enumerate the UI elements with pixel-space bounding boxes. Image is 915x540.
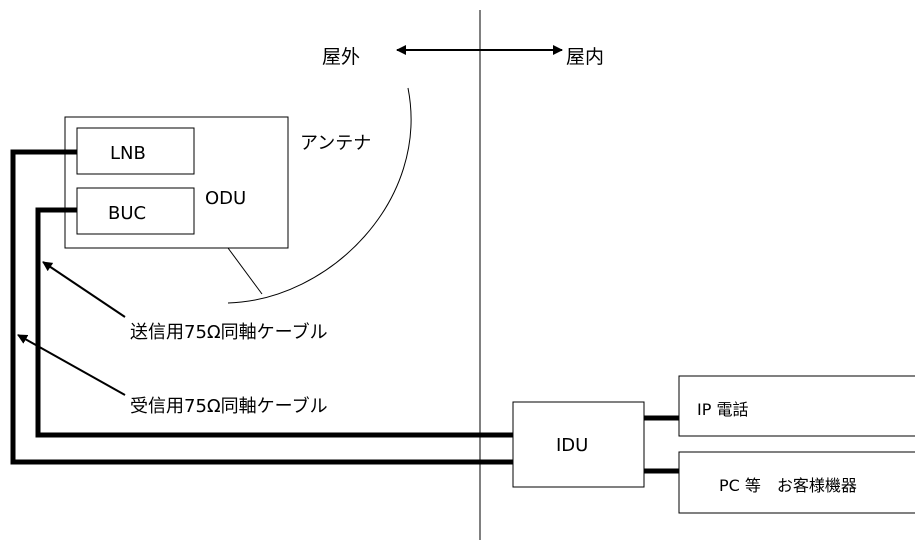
pc-label: PC 等 お客様機器 [719, 476, 857, 495]
rx-cable-pointer [17, 334, 126, 396]
indoor-label: 屋内 [566, 46, 604, 68]
idu-box [512, 401, 645, 488]
antenna-dish-arc [227, 87, 412, 304]
lnb-label: LNB [110, 143, 146, 164]
rx-cable [10, 149, 513, 465]
idu-label: IDU [556, 435, 588, 456]
antenna-label: アンテナ [300, 133, 371, 154]
buc-label: BUC [108, 203, 146, 224]
tx-cable-label: 送信用75Ω同軸ケーブル [130, 321, 328, 343]
odu-box [64, 116, 289, 249]
tx-cable [35, 207, 513, 438]
rx-cable-label: 受信用75Ω同軸ケーブル [130, 395, 328, 417]
ip-phone-label: IP 電話 [697, 400, 748, 419]
ip-phone-box [678, 375, 915, 437]
tx-cable-pointer [42, 261, 126, 318]
pc-box [678, 451, 915, 514]
antenna-leader-line [227, 247, 263, 295]
outdoor-label: 屋外 [322, 46, 360, 68]
odu-label: ODU [205, 188, 246, 209]
